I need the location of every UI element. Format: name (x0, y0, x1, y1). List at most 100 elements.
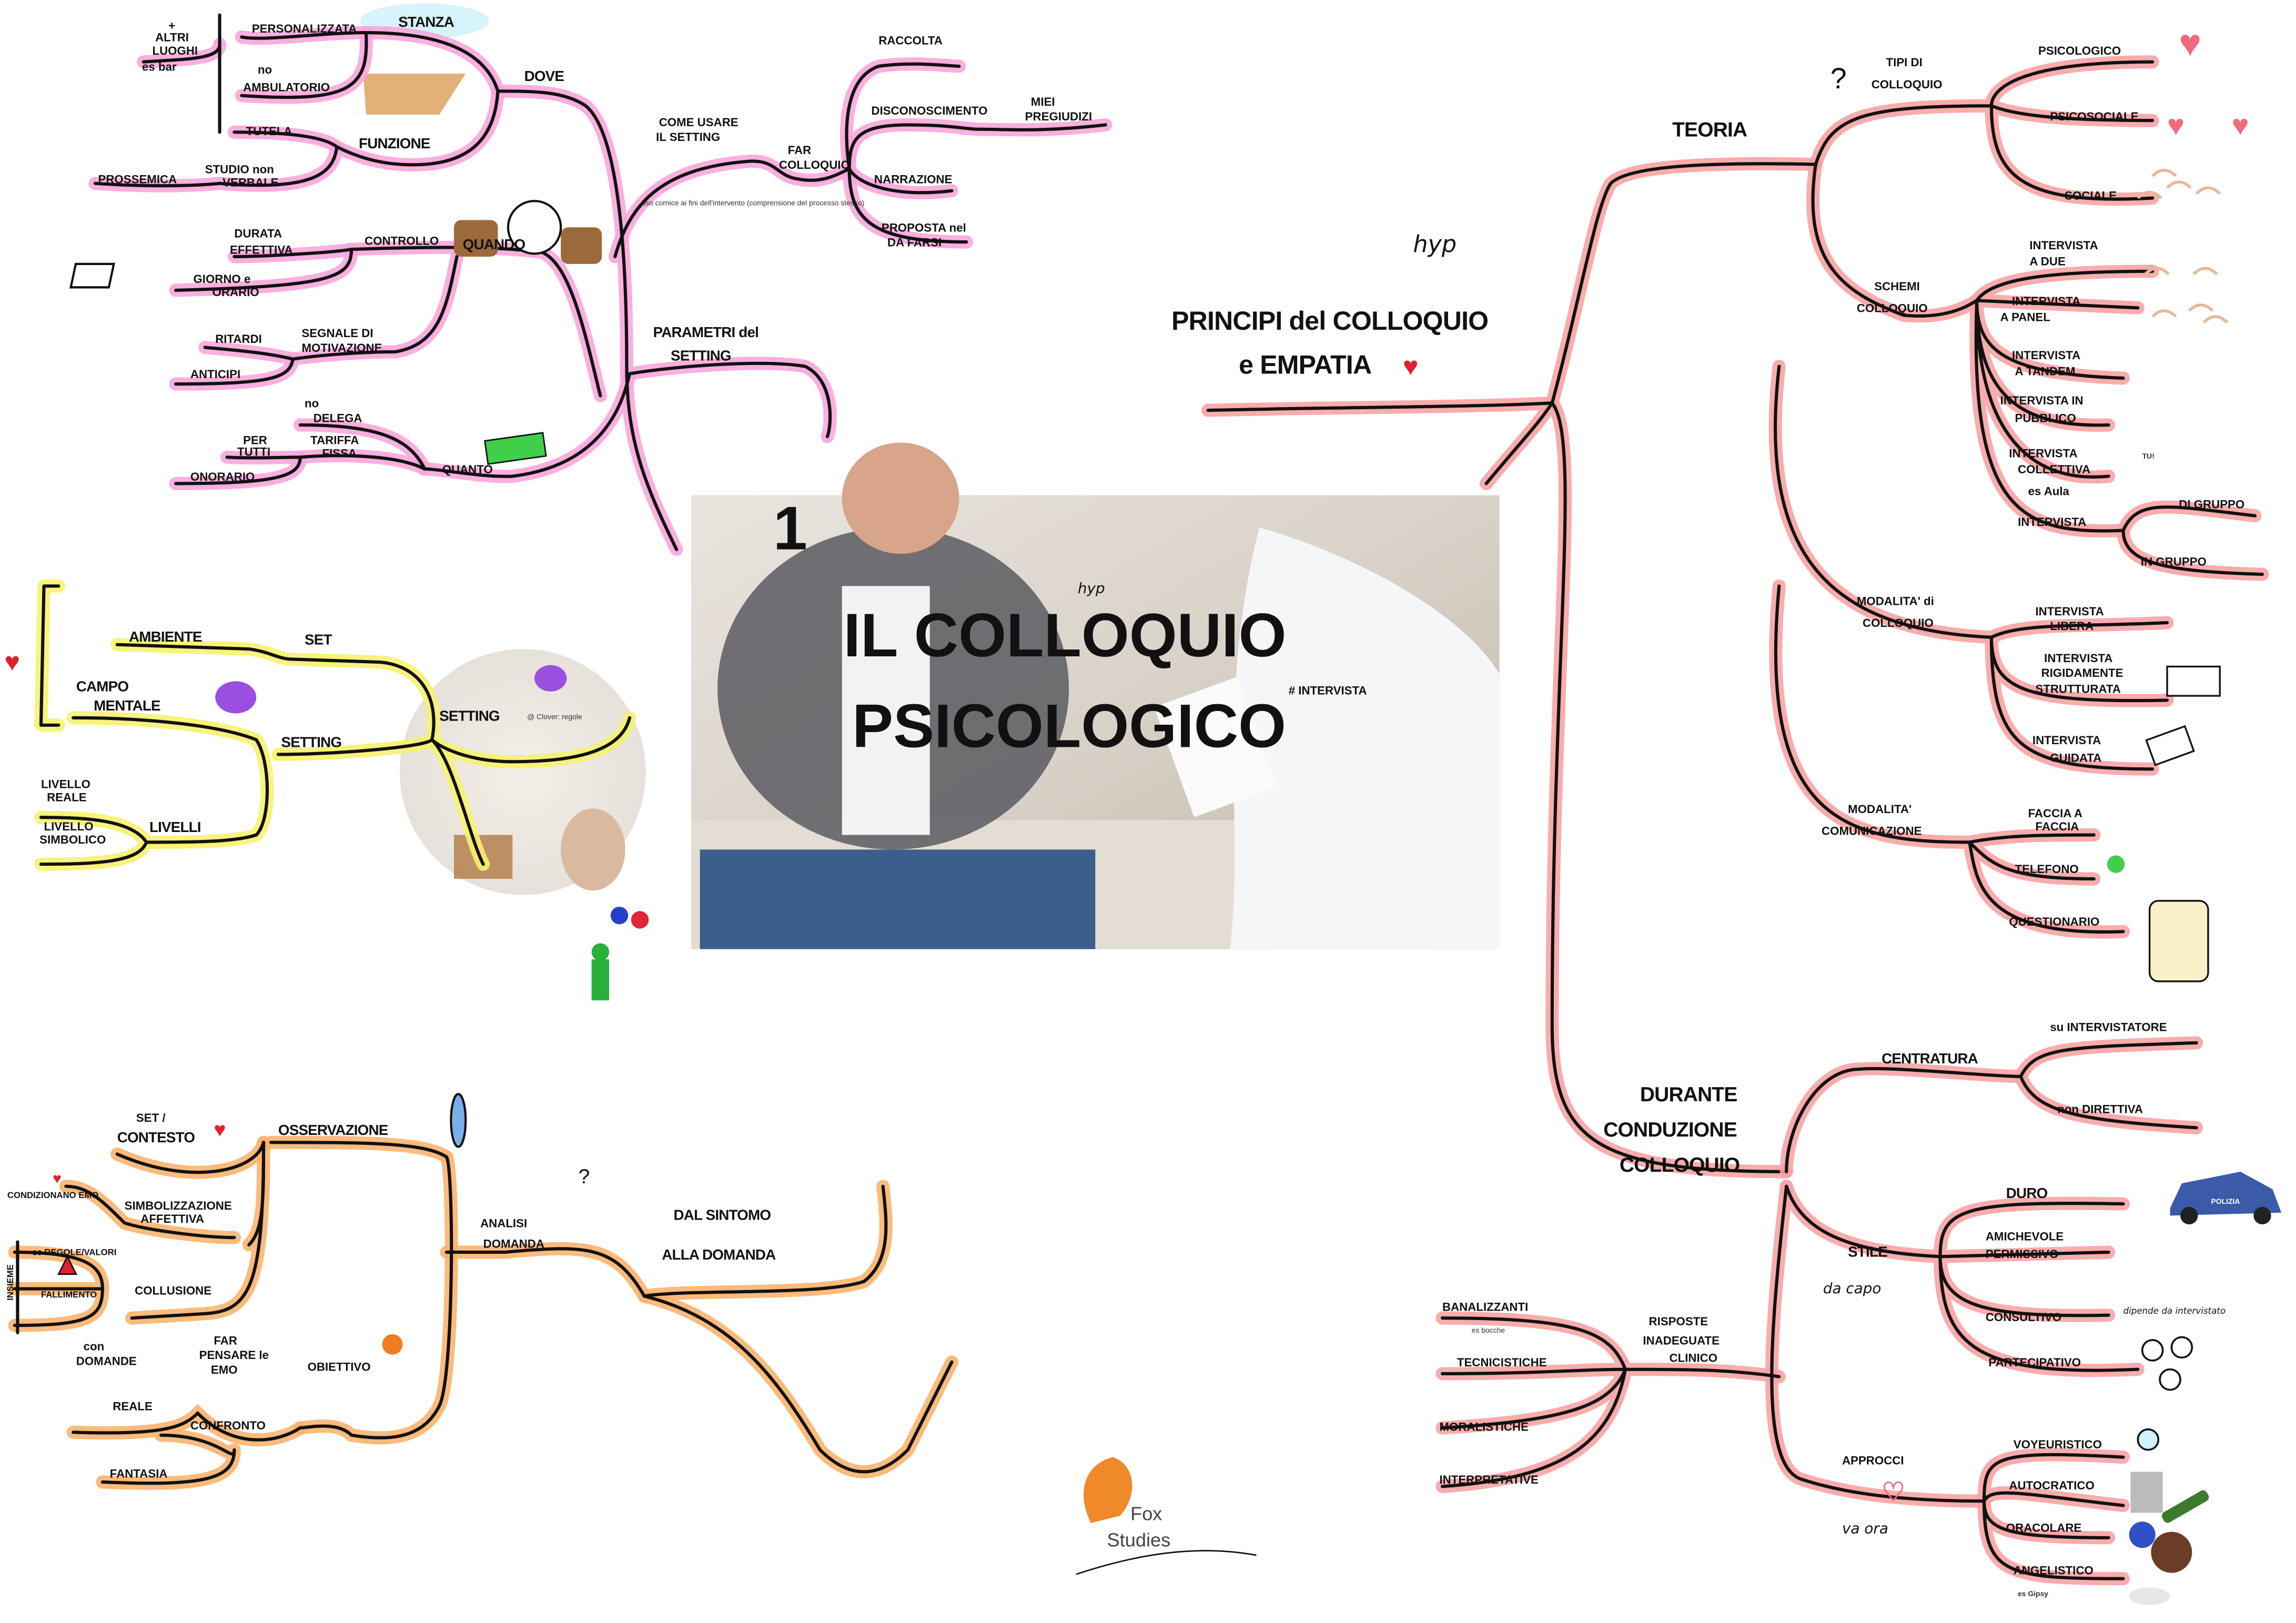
room-floor-icon (363, 73, 466, 115)
label-intervista: INTERVISTA (2018, 515, 2086, 529)
label-come-usare-1: COME USARE (659, 116, 739, 129)
logo-line1: Fox (1130, 1503, 1162, 1524)
label-far-pensare-2: PENSARE le (199, 1348, 269, 1362)
label-proposta-2: DA FARSI (887, 236, 942, 249)
label-panel-1: INTERVISTA (2012, 295, 2080, 308)
lines-black (1440, 1041, 2198, 1580)
label-sociale: SOCIALE (2065, 189, 2117, 202)
label-guidata-2: GUIDATA (2050, 751, 2101, 764)
center-tag: # INTERVISTA (1289, 684, 1367, 697)
label-risposte-2: INADEGUATE (1643, 1334, 1720, 1347)
label-giorno-2: ORARIO (213, 286, 259, 299)
label-confronto: CONFRONTO (190, 1419, 266, 1432)
label-dipende: dipende da intervistato (2123, 1305, 2226, 1316)
label-livello-simbolico-1: LIVELLO (44, 820, 94, 833)
baton-icon (2161, 1490, 2209, 1523)
phone-icon (2107, 855, 2125, 873)
label-dal-sintomo: DAL SINTOMO (674, 1207, 771, 1223)
label-condizionano: CONDIZIONANO EMO (7, 1190, 98, 1200)
pawns-icon (578, 900, 664, 1003)
label-mentale: MENTALE (94, 697, 160, 714)
label-duro: DURO (2006, 1185, 2048, 1201)
label-livello-reale-1: LIVELLO (41, 777, 90, 790)
label-modalita-colloquio-1: MODALITA' di (1857, 594, 1934, 607)
label-durante: DURANTE (1640, 1083, 1737, 1106)
label-reale: REALE (113, 1400, 152, 1413)
label-contesto: CONTESTO (117, 1129, 195, 1145)
label-schemi-2: COLLOQUIO (1857, 302, 1928, 315)
label-collettiva-1: INTERVISTA (2009, 447, 2077, 460)
label-far: FAR (788, 144, 812, 157)
label-principi-hyp: hyp (1413, 231, 1457, 258)
eye-icon (450, 1093, 467, 1148)
center-title-2: PSICOLOGICO (852, 692, 1286, 760)
target-dot-icon (382, 1334, 403, 1355)
label-livello-reale-2: REALE (47, 791, 86, 804)
heart-icon-approcci: ♡ (1882, 1477, 1905, 1507)
label-quando: QUANDO (463, 236, 525, 252)
label-durata-1: DURATA (234, 227, 282, 240)
heart-icon-psicosociale-1: ♥ (2167, 109, 2184, 141)
label-personalizzata: PERSONALIZZATA (252, 22, 357, 35)
label-pubblico-1: INTERVISTA IN (2000, 394, 2083, 407)
label-parametri-1: PARAMETRI del (653, 324, 758, 340)
label-come-usare-2: IL SETTING (656, 130, 720, 144)
label-va-ora: va ora (1842, 1519, 1888, 1537)
label-faccia-2: FACCIA (2035, 820, 2079, 833)
label-stanza: STANZA (398, 14, 454, 30)
heart-icon-empatia: ♥ (1403, 351, 1419, 381)
scroll-icon (2148, 900, 2209, 982)
label-simbolizzazione-1: SIMBOLIZZAZIONE (125, 1199, 232, 1212)
label-luoghi: LUOGHI (153, 44, 198, 57)
label-su-intervistatore: su INTERVISTATORE (2050, 1021, 2167, 1034)
label-funzione: FUNZIONE (359, 135, 430, 151)
label-domande: DOMANDE (76, 1354, 137, 1367)
label-es-bar: es bar (142, 60, 177, 73)
label-rigida-3: STRUTTURATA (2035, 683, 2120, 696)
label-interpretative: INTERPRETATIVE (1439, 1473, 1538, 1486)
label-segnale-1: SEGNALE DI (301, 327, 373, 340)
label-risposte-3: CLINICO (1670, 1352, 1718, 1365)
label-libera-2: LIBERA (2050, 620, 2093, 633)
tshirt (842, 586, 930, 835)
label-disconoscimento: DISCONOSCIMENTO (871, 104, 987, 117)
label-set-slash: SET / (136, 1111, 166, 1124)
label-rigida-1: INTERVISTA (2044, 652, 2112, 665)
label-con: con (84, 1340, 105, 1353)
label-per: PER (243, 433, 267, 447)
angel-wings-icon (2129, 1587, 2170, 1605)
label-a-due-2: A DUE (2029, 255, 2065, 268)
analysis-branches: ♥ ♥ ? (8, 1093, 958, 1490)
setting-branches (69, 3, 1112, 556)
label-amichevole: AMICHEVOLE (1986, 1230, 2064, 1243)
label-regole: es REGOLE/VALORI (32, 1247, 116, 1257)
label-autocratico: AUTOCRATICO (2009, 1479, 2094, 1492)
label-consultivo: CONSULTIVO (1986, 1311, 2061, 1324)
label-tariffa-1: TARIFFA (310, 433, 359, 447)
center-hyp: hyp (1078, 580, 1105, 597)
label-es-aula: es Aula (2028, 485, 2070, 498)
label-no-delega: no (305, 397, 319, 410)
label-moralistiche: MORALISTICHE (1439, 1421, 1528, 1434)
form-icon (2166, 665, 2221, 697)
label-insieme: INSIEME (5, 1264, 15, 1301)
dictator-portrait (2130, 1472, 2163, 1513)
fox-studies-logo: Fox Studies (1076, 1457, 1257, 1575)
magnifier-icon (2137, 1428, 2160, 1451)
label-simbolizzazione-2: AFFETTIVA (140, 1212, 204, 1225)
police-car-icon: POLIZIA (2170, 1171, 2282, 1225)
label-modalita-com-2: COMUNICAZIONE (1822, 825, 1922, 838)
label-principi: PRINCIPI del COLLOQUIO (1171, 306, 1488, 336)
crystal-ball-icon (2129, 1521, 2156, 1548)
label-proposta-1: PROPOSTA nel (882, 221, 966, 235)
label-alla-domanda: ALLA DOMANDA (662, 1246, 776, 1263)
label-schemi-1: SCHEMI (1874, 280, 1920, 293)
label-far-pensare-1: FAR (214, 1334, 237, 1347)
logo-line2: Studies (1107, 1529, 1171, 1550)
label-collusione: COLLUSIONE (135, 1284, 211, 1297)
label-libera-1: INTERVISTA (2035, 605, 2103, 618)
label-pubblico-2: PUBBLICO (2015, 412, 2076, 425)
label-segnale-2: MOTIVAZIONE (301, 341, 382, 354)
label-no: no (258, 63, 272, 76)
